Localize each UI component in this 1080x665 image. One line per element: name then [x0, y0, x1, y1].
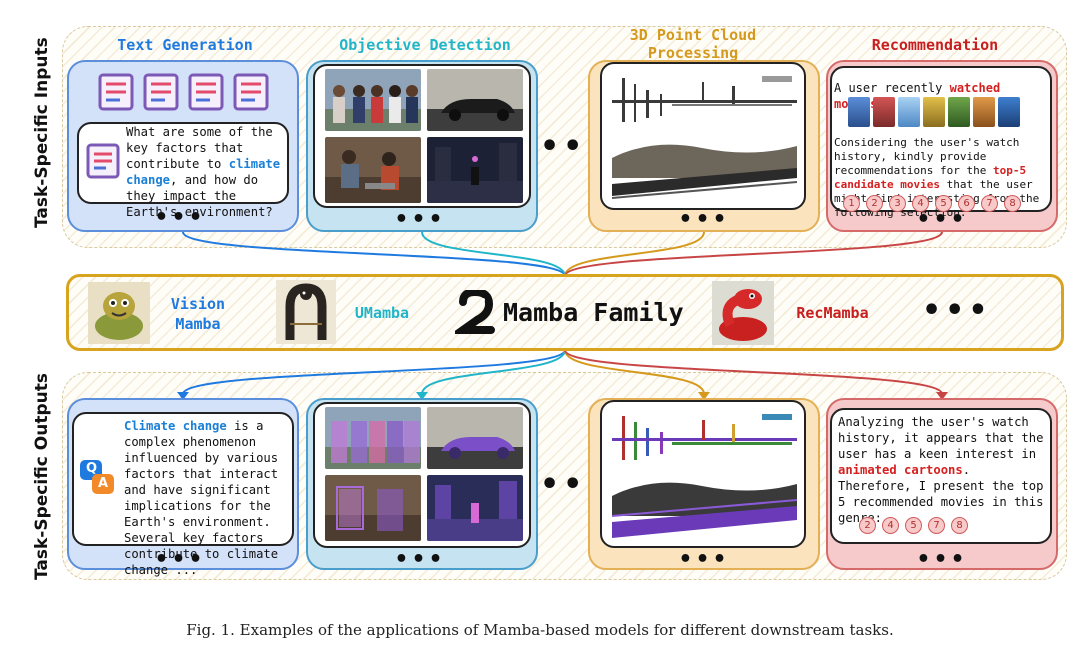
arrow-rec-to-mamba: [564, 231, 943, 277]
ellipsis-rec-input: •••: [916, 207, 968, 232]
rec-candidate-number: 7: [981, 195, 998, 212]
tg-answer-text: Climate change is a complex phenomenon i…: [124, 418, 290, 578]
rec-selected-number: 5: [905, 517, 922, 534]
tg-question-pre: What are some of the key factors that co…: [126, 125, 273, 171]
qa-q-letter: Q: [86, 461, 98, 476]
rec-candidate-number: 6: [958, 195, 975, 212]
arrow-pointcloud-to-mamba: [564, 231, 705, 277]
ellipsis-tg-output: •••: [154, 547, 206, 572]
qa-a-letter: A: [98, 476, 109, 491]
figure-caption: Fig. 1. Examples of the applications of …: [186, 621, 894, 639]
mamba-family-label: Mamba Family: [503, 298, 684, 327]
pointcloud-segmented-top: [612, 408, 797, 470]
recmamba-label: RecMamba: [796, 304, 869, 322]
rec-output-highlight: animated cartoons: [838, 463, 963, 477]
arrow-mamba-to-detection: [421, 349, 566, 395]
ellipsis-pointcloud-input: •••: [678, 207, 730, 232]
movie-poster: [923, 97, 945, 127]
connector-arrows: [177, 231, 948, 400]
document-icon: [188, 73, 224, 111]
mamba-family-bar: [66, 274, 1064, 351]
arrow-tg-to-mamba: [182, 231, 566, 277]
rec-candidate-number: 8: [1004, 195, 1021, 212]
pointcloud-scan-top: [612, 70, 797, 132]
tg-question-post: , and how do they impact the Earth's env…: [126, 173, 273, 219]
ellipsis-pointcloud-output: •••: [678, 547, 730, 572]
rec-selected-number: 8: [951, 517, 968, 534]
movie-poster: [973, 97, 995, 127]
rec-candidate-number: 2: [866, 195, 883, 212]
tg-answer-post: is a complex phenomenon influenced by va…: [124, 419, 279, 577]
photo-workers-segmented: [325, 475, 421, 541]
document-icon: [86, 143, 120, 179]
arrow-mamba-to-rec: [564, 349, 943, 395]
umamba-label: UMamba: [354, 304, 410, 322]
movie-poster: [848, 97, 870, 127]
mamba-logo-icon: [450, 287, 497, 338]
photo-car-night: [427, 69, 523, 131]
title-point-cloud: 3D Point Cloud Processing: [629, 26, 757, 62]
movie-poster: [948, 97, 970, 127]
rec-candidate-number: 4: [912, 195, 929, 212]
recmamba-snake-icon: [712, 281, 774, 345]
movie-posters-row: [848, 97, 1048, 129]
document-icon: [233, 73, 269, 111]
title-text-generation: Text Generation: [117, 36, 253, 54]
ellipsis-tg-input: •••: [154, 205, 206, 230]
photo-people-group-segmented: [325, 407, 421, 469]
tg-question-highlight: climate change: [126, 157, 281, 187]
document-icon: [143, 73, 179, 111]
rec-selected-number: 4: [882, 517, 899, 534]
photo-street-segmented: [427, 475, 523, 541]
rec-selected-number: 7: [928, 517, 945, 534]
tg-question-text: What are some of the key factors that co…: [126, 124, 286, 220]
photo-workers: [325, 137, 421, 203]
document-icon: [98, 73, 134, 111]
rec-body-pre: Considering the user's watch history, ki…: [834, 136, 1020, 177]
rec-body-highlight: top-5 candidate movies: [834, 164, 1027, 191]
title-objective-detection: Objective Detection: [339, 36, 511, 54]
movie-poster: [898, 97, 920, 127]
photo-people-group: [325, 69, 421, 131]
arrow-mamba-to-tg: [182, 349, 566, 395]
rec-selected-number: 2: [859, 517, 876, 534]
title-recommendation: Recommendation: [871, 36, 999, 54]
rec-instruction-text: Considering the user's watch history, ki…: [834, 136, 1052, 220]
qa-chat-icon: Q A: [78, 458, 118, 498]
pointcloud-scan-road: [611, 138, 798, 206]
rec-output-text: Analyzing the user's watch history, it a…: [838, 414, 1046, 526]
tg-answer-highlight: Climate change: [124, 419, 227, 433]
rec-candidate-number: 3: [889, 195, 906, 212]
arrow-detection-to-mamba: [421, 231, 566, 277]
side-label-outputs: Task-Specific Outputs: [32, 373, 52, 581]
ellipsis-detection-input: •••: [394, 207, 446, 232]
vision-mamba-label: Vision Mamba: [170, 295, 226, 333]
rec-candidate-number: 1: [843, 195, 860, 212]
ellipsis-mamba-family: •••: [922, 293, 992, 328]
rec-output-pre: Analyzing the user's watch history, it a…: [838, 415, 1044, 461]
pointcloud-segmented-road: [611, 476, 798, 544]
document-icons-row: [98, 72, 273, 112]
photo-car-segmented: [427, 407, 523, 469]
movie-poster: [998, 97, 1020, 127]
photo-street-night: [427, 137, 523, 203]
ellipsis-detection-output: •••: [394, 547, 446, 572]
rec-candidate-number: 5: [935, 195, 952, 212]
arrow-mamba-to-pointcloud: [564, 349, 705, 395]
umamba-snake-icon: [276, 280, 336, 344]
vision-mamba-snake-icon: [88, 282, 150, 344]
rec-line1-pre: A user recently: [834, 81, 950, 95]
movie-poster: [873, 97, 895, 127]
ellipsis-rec-output: •••: [916, 547, 968, 572]
